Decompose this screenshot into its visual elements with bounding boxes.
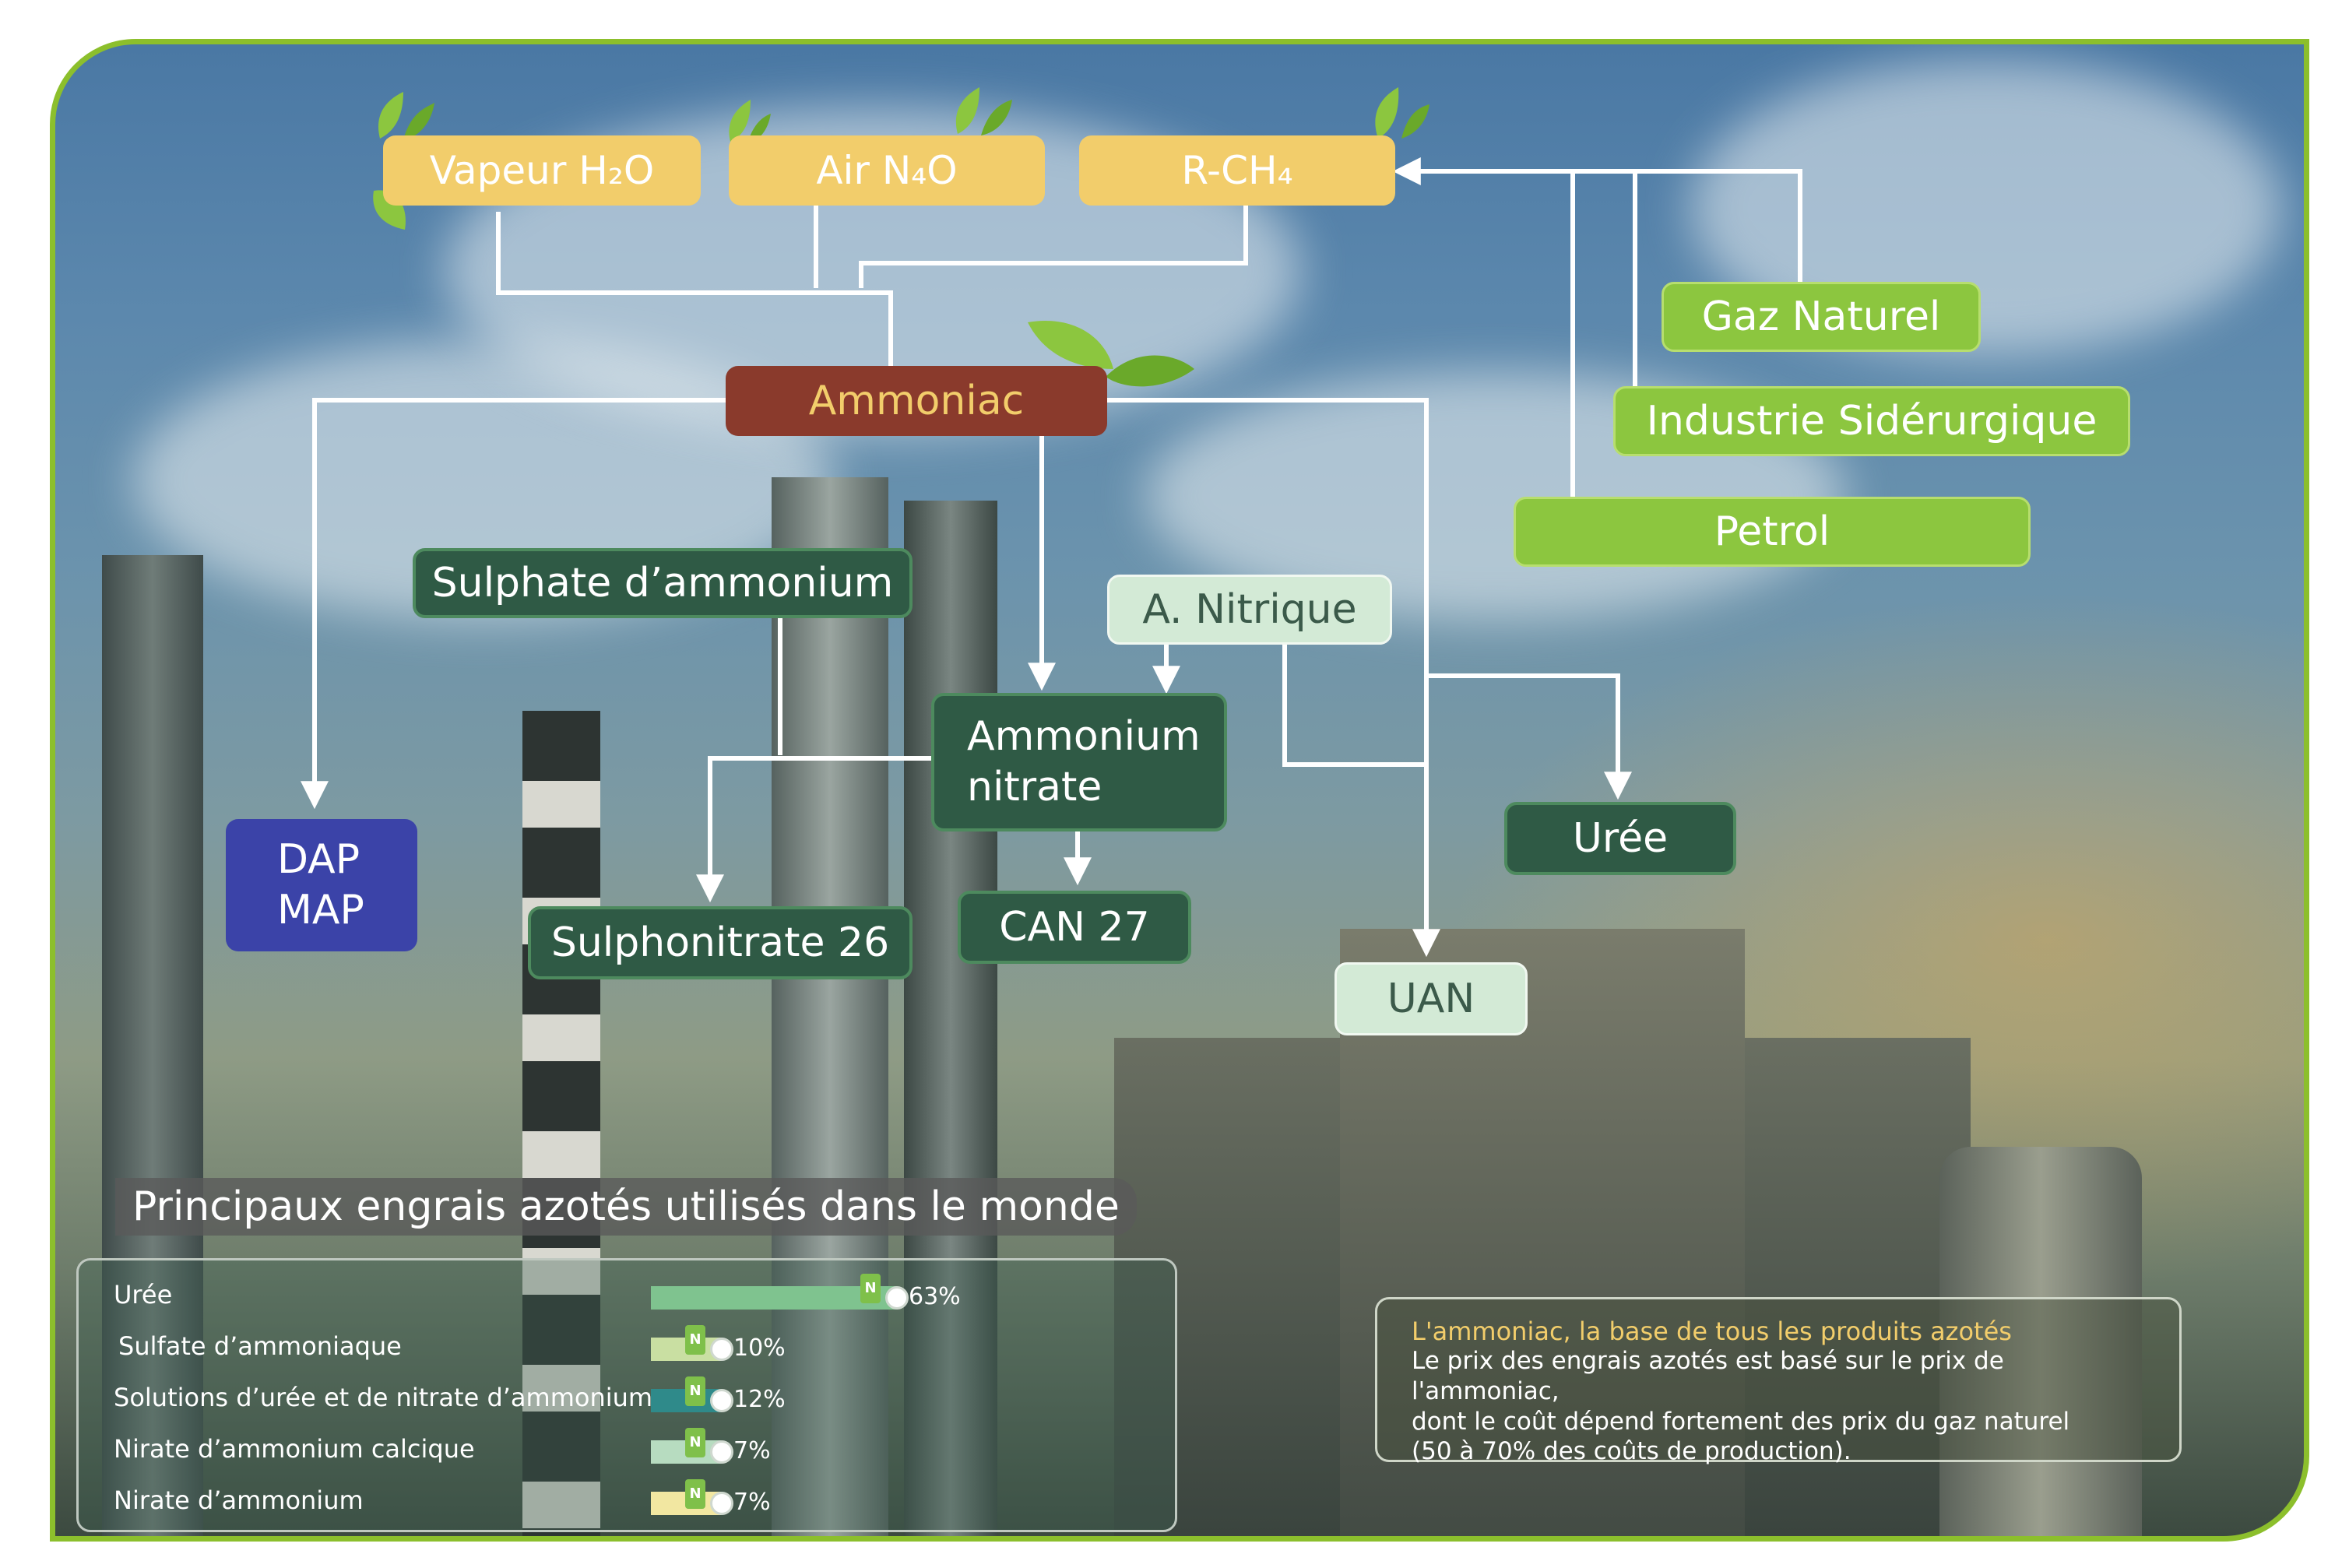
leaf-icon	[955, 87, 1012, 135]
smokestack	[522, 711, 600, 1536]
node-rch4: R-CH₄	[1079, 135, 1395, 206]
node-industrie-siderurgique: Industrie Sidérurgique	[1613, 386, 2130, 456]
node-dap: DAP	[277, 836, 360, 883]
bar-value-label: 7%	[733, 1437, 771, 1464]
fertilizer-bag-icon: N	[685, 1376, 705, 1406]
info-line: dont le coût dépend fortement des prix d…	[1412, 1407, 2070, 1436]
fertilizer-bag-icon: N	[860, 1274, 881, 1303]
node-ammonium-nitrate: Ammonium nitrate	[931, 693, 1227, 831]
node-uree: Urée	[1504, 802, 1736, 875]
info-box: L'ammoniac, la base de tous les produits…	[1375, 1297, 2182, 1465]
bar-end-knob	[710, 1338, 733, 1361]
node-can-27: CAN 27	[958, 891, 1191, 964]
bar-row-label: Urée	[114, 1280, 173, 1310]
node-dap-map: DAP MAP	[226, 819, 417, 951]
bar-end-knob	[710, 1440, 733, 1464]
bar-value-label: 7%	[733, 1489, 771, 1516]
leaf-icon	[1028, 321, 1194, 387]
info-line: (50 à 70% des coûts de production).	[1412, 1437, 1851, 1466]
fertilizer-bag-icon: N	[685, 1479, 705, 1509]
bar-end-knob	[710, 1389, 733, 1412]
node-ammonium-nitrate-line1: Ammonium	[967, 713, 1201, 760]
bar-value-label: 10%	[733, 1334, 786, 1362]
node-a-nitrique: A. Nitrique	[1107, 575, 1392, 645]
bar-row-label: Sulfate d’ammoniaque	[118, 1331, 402, 1361]
node-ammonium-nitrate-line2: nitrate	[967, 764, 1102, 810]
bar-row-label: Nirate d’ammonium	[114, 1485, 364, 1515]
leaf-icon	[378, 92, 434, 140]
bar-panel	[76, 1258, 1177, 1532]
fertilizer-bag-icon: N	[685, 1428, 705, 1457]
node-sulphate-ammonium: Sulphate d’ammonium	[413, 548, 913, 618]
node-uan: UAN	[1335, 962, 1528, 1035]
smokestack	[102, 555, 203, 1536]
smokestack	[904, 501, 997, 1536]
node-air: Air N₄O	[729, 135, 1045, 206]
node-petrol: Petrol	[1514, 497, 2031, 567]
node-vapeur: Vapeur H₂O	[383, 135, 701, 206]
bar-row-label: Nirate d’ammonium calcique	[114, 1434, 475, 1464]
smokestack	[772, 477, 888, 1536]
bar-value-label: 63%	[909, 1283, 961, 1310]
leaf-icon	[1375, 87, 1429, 139]
node-map: MAP	[277, 887, 364, 933]
bar-section-title: Principaux engrais azotés utilisés dans …	[115, 1178, 1137, 1236]
info-heading: L'ammoniac, la base de tous les produits…	[1412, 1317, 2012, 1346]
storage-tank	[1939, 1147, 2142, 1536]
bar	[651, 1286, 896, 1310]
node-ammoniac: Ammoniac	[726, 366, 1107, 436]
bar-value-label: 12%	[733, 1386, 786, 1413]
bar-row-label: Solutions d’urée et de nitrate d’ammoniu…	[114, 1383, 653, 1412]
node-gaz-naturel: Gaz Naturel	[1662, 282, 1981, 352]
bar-end-knob	[885, 1286, 909, 1310]
bar-end-knob	[710, 1492, 733, 1515]
node-sulphonitrate-26: Sulphonitrate 26	[528, 906, 913, 979]
info-line: Le prix des engrais azotés est basé sur …	[1412, 1347, 2004, 1405]
fertilizer-bag-icon: N	[685, 1325, 705, 1355]
